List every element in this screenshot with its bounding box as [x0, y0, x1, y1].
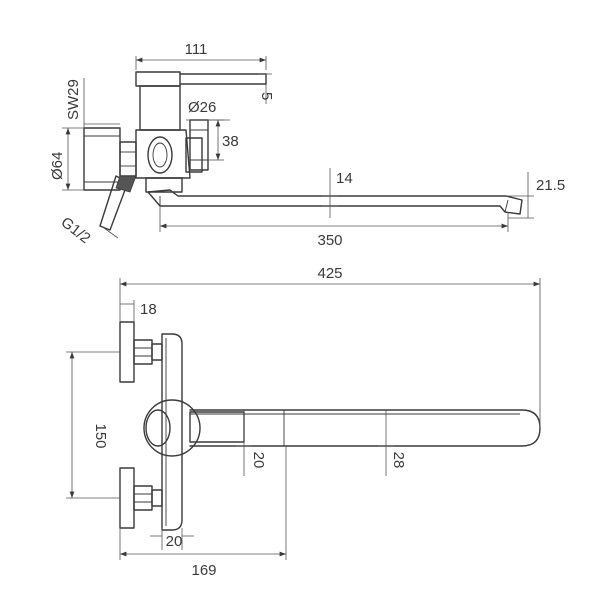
inlet-eccentric — [99, 175, 137, 231]
dim-body-projection: 169 — [119, 446, 287, 579]
dim-425-label: 425 — [317, 265, 342, 282]
dim-thread: G1/2 — [58, 214, 119, 247]
hex-connector — [119, 141, 137, 177]
dim-spout-tip-height: 21.5 — [508, 172, 565, 219]
dim-150-label: 150 — [92, 423, 109, 448]
dim-handle-length: 111 — [135, 41, 267, 70]
dim-spout-base-width: 20 — [236, 410, 267, 476]
spout-front — [189, 409, 541, 447]
dim-inlet-width: 20 — [150, 528, 194, 550]
dim-body-diameter: Ø26 — [186, 99, 230, 121]
dim-169-label: 169 — [191, 562, 216, 579]
dim-spout-width: 28 — [378, 410, 407, 476]
dim-sw29-label: SW29 — [65, 79, 82, 120]
dim-111-label: 111 — [185, 41, 208, 58]
dim-d64-label: Ø64 — [49, 152, 66, 180]
dim-g12-label: G1/2 — [58, 214, 94, 247]
dim-14-label: 14 — [336, 170, 353, 187]
body-front — [161, 333, 183, 531]
dim-inlet-spacing: 150 — [66, 351, 120, 499]
dim-wrench-size: SW29 — [65, 78, 120, 128]
dim-spout-length: 350 — [159, 206, 509, 249]
dim-spout-height: 14 — [322, 168, 353, 218]
dim-flange-diameter: Ø64 — [49, 127, 84, 191]
spout-top — [147, 189, 523, 215]
dim-20-inlet-label: 20 — [166, 533, 183, 550]
dim-d26-label: Ø26 — [188, 99, 216, 116]
dim-overall-width: 425 — [119, 265, 541, 428]
dim-350-label: 350 — [317, 232, 342, 249]
dim-28-label: 28 — [390, 452, 407, 469]
dim-flange-depth: 18 — [120, 300, 157, 322]
inlet-upper — [119, 321, 163, 383]
front-view: 425 18 150 20 28 — [66, 265, 541, 579]
dim-5-label: 5 — [258, 92, 275, 100]
dim-38-label: 38 — [222, 133, 239, 150]
dim-21-5-label: 21.5 — [536, 177, 565, 194]
inlet-lower — [119, 467, 163, 529]
dim-18-label: 18 — [140, 301, 157, 318]
handle-knob — [143, 399, 201, 457]
dim-body-height: 38 — [208, 119, 239, 161]
dim-20-spout-label: 20 — [250, 452, 267, 469]
dim-handle-offset: 5 — [258, 73, 275, 104]
top-view: 111 5 SW29 Ø26 Ø64 — [49, 41, 565, 249]
mixer-body — [135, 71, 267, 193]
